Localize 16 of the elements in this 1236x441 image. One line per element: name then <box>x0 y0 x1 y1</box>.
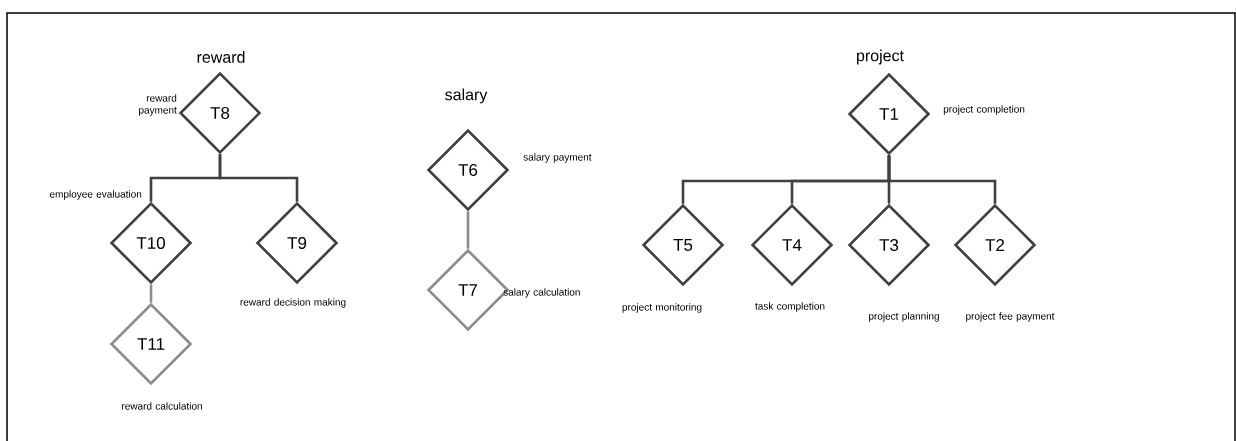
task-caption: reward calculation <box>122 402 202 410</box>
task-caption: project planning <box>869 312 939 322</box>
connector-line <box>218 154 299 202</box>
task-caption: reward payment <box>139 94 177 116</box>
task-caption: task completion <box>755 302 825 312</box>
task-caption: salary calculation <box>503 288 580 298</box>
task-caption: salary payment <box>523 153 592 163</box>
task-caption: employee evaluation <box>49 190 142 200</box>
connector-line <box>149 284 153 303</box>
connector-line <box>887 155 997 204</box>
connector-line <box>466 211 470 249</box>
task-caption: project fee payment <box>966 312 1055 322</box>
task-caption: reward decision making <box>240 298 346 308</box>
group-title: salary <box>445 88 488 104</box>
task-caption: project monitoring <box>622 303 702 313</box>
task-caption: project completion <box>943 105 1025 115</box>
